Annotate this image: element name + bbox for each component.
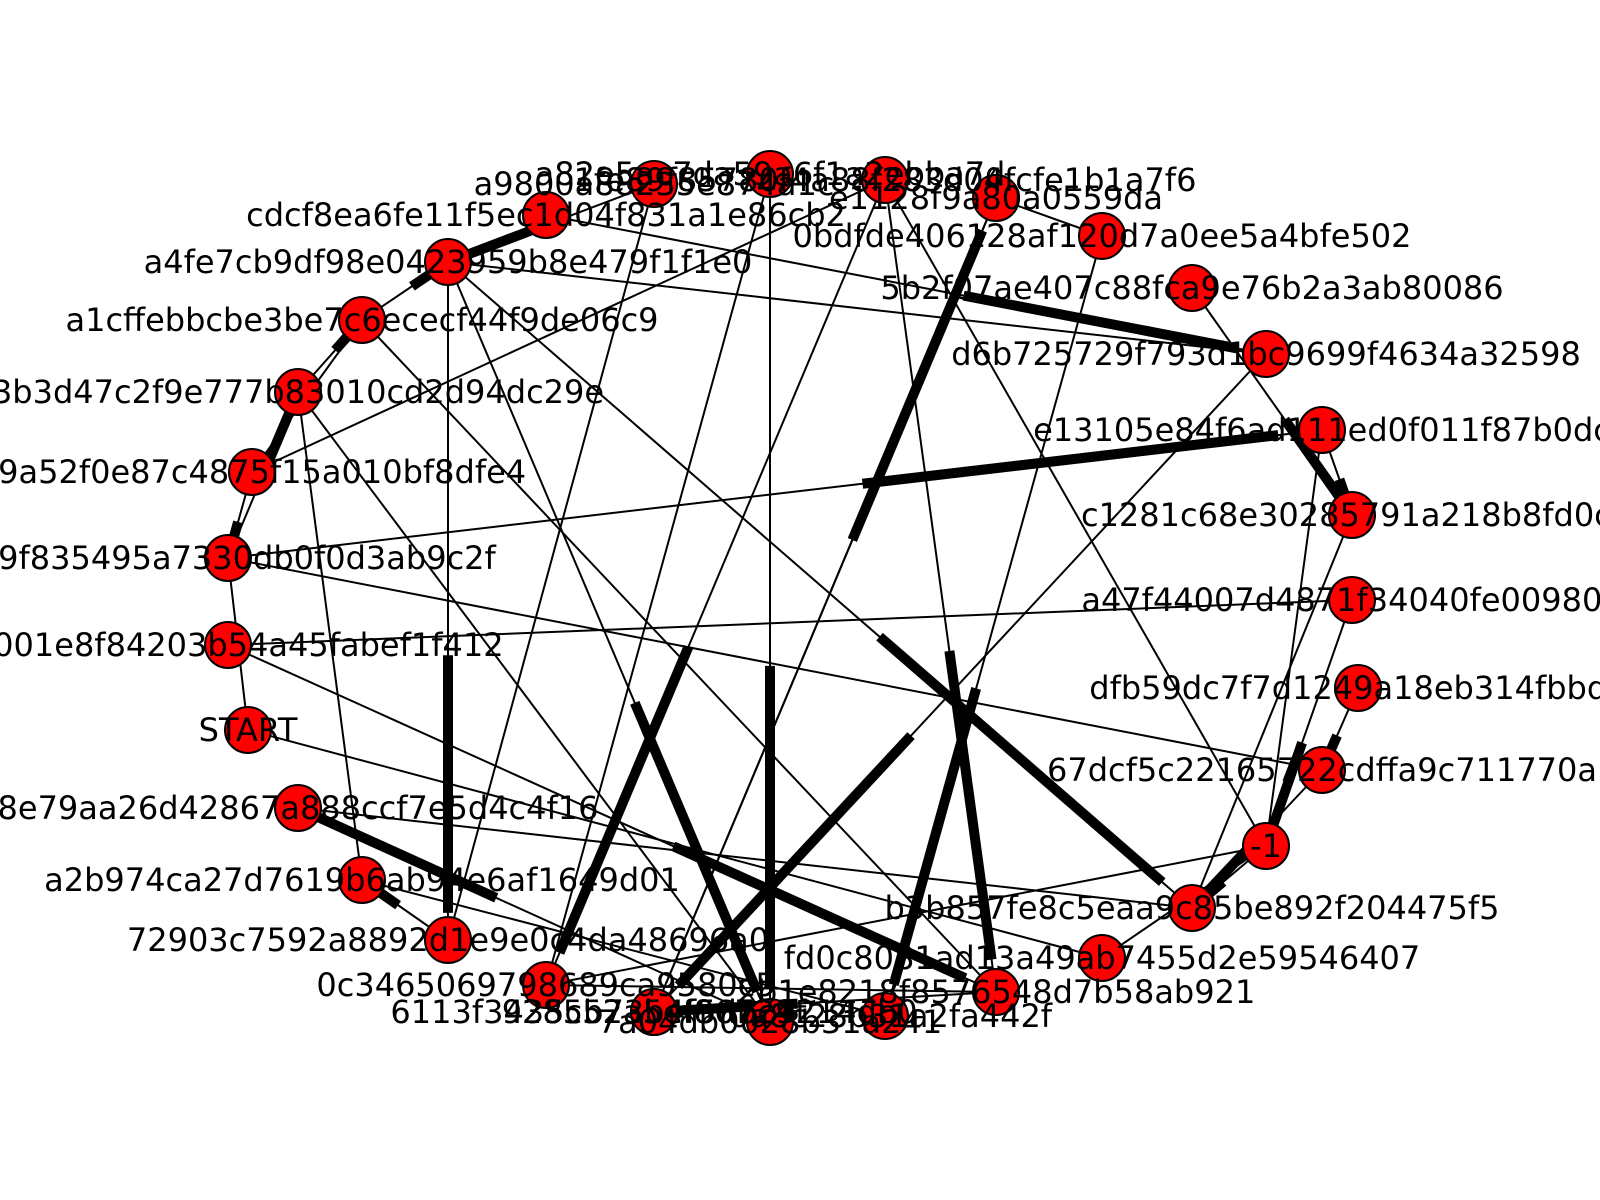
edge-arrow-n28-n12 [847, 228, 987, 542]
edge-n5-n26 [297, 391, 771, 1023]
edge-arrow-n8-n15 [962, 290, 1239, 354]
graph-node [1298, 406, 1346, 454]
graph-node [630, 988, 678, 1036]
node-label: d9a52f0e87c4875f15a010bf8dfe4 [0, 453, 526, 491]
node-label: 8e79aa26d42867a888ccf7e5d4c4f16 [0, 789, 598, 827]
node-label: d6b725729f793d1bc9699f4634a32598 [951, 335, 1581, 373]
label-layer: START 86001e8f84203b54a45fabef1f412 1c9f83… [0, 155, 1600, 1041]
graph-node [522, 191, 570, 239]
graph-node [972, 968, 1020, 1016]
node-label: e13105e84f6ad111ed0f011f87b0dc [1033, 411, 1600, 449]
node-label: 1c9f835495a7330db0f0d3ab9c2f [0, 539, 497, 577]
node-label: START [199, 711, 298, 749]
node-label: 0bdfde406128af120d7a0ee5a4bfe502 [792, 217, 1411, 255]
node-label: 3b3d47c2f9e777b83010cd2d94dc29e [0, 373, 604, 411]
graph-node [1328, 576, 1376, 624]
edge-arrow-n26-n32 [314, 812, 499, 903]
edge-n17-n22 [1191, 514, 1353, 909]
node-label: a9800a88235e874a1c [474, 165, 835, 203]
graph-node [522, 961, 570, 1009]
node-layer [204, 150, 1382, 1046]
graph-node [204, 621, 252, 669]
graph-node [630, 160, 678, 208]
node-label: cdcf8ea6fe11f5ec1d04f831a1e86cb2 [246, 196, 846, 234]
edge-n7-n15 [447, 261, 1267, 355]
edge-n22-n32 [297, 807, 1193, 909]
node-label: b3b857fe8c5eaa9c85be892f204475f5 [884, 889, 1499, 927]
edge-n16-n21 [1265, 429, 1323, 847]
edge-arrow-n15-n27 [674, 732, 915, 990]
node-label: fd0c8081ad13a49ab7455d2e59546407 [784, 939, 1421, 977]
edge-n25-n31 [361, 879, 886, 1017]
node-label: 6113f3435c52a5ef86729214db0 [390, 993, 917, 1031]
node-label: 2b1e8218f8576548d7b58ab921 [737, 973, 1256, 1011]
graph-node [1334, 664, 1382, 712]
graph-node [861, 156, 909, 204]
graph-node [1328, 491, 1376, 539]
graph-node [424, 916, 472, 964]
edge-n9-n30 [447, 183, 655, 941]
edge-n5-n31 [297, 391, 363, 881]
graph-node [274, 784, 322, 832]
graph-node [228, 448, 276, 496]
graph-node [204, 534, 252, 582]
edge-arrow-n11-n24 [944, 650, 997, 961]
node-label: 72903c7592a8892d1e9e0c4da48696a0 [127, 921, 769, 959]
graph-node [1298, 746, 1346, 794]
graph-node [1078, 934, 1126, 982]
node-label: a4fe7cb9df98e0423959b8e479f1f1e0 [144, 243, 753, 281]
edge-n11-n21 [884, 179, 1267, 847]
edge-arrow-n11-n29 [554, 644, 693, 955]
graph-node [338, 856, 386, 904]
node-label: 67dcf5c22165722cdffa9c711770a [1047, 751, 1597, 789]
edge-n3-n20 [227, 557, 1323, 771]
node-label: a2b974ca27d7619b6ab94e6af1649d01 [44, 861, 680, 899]
node-label: dfb59dc7f7d1249a18eb314fbbda [1089, 669, 1600, 707]
node-label: c1281c68e30285791a218b8fd0cf [1081, 496, 1600, 534]
node-label: 86001e8f84203b54a45fabef1f412 [0, 626, 504, 664]
node-label: 0c3465069798689ca9580c5 [316, 966, 775, 1004]
graph-node [746, 998, 794, 1046]
edge-n4-n11 [251, 179, 886, 473]
edge-n6-n24 [361, 319, 997, 993]
node-label: f0a8c28b31a2fa442f [718, 997, 1053, 1035]
node-label: 1fe89f85780f4a88f283d04fcfe1b1a7f6 [574, 161, 1197, 199]
edge-n10-n29 [545, 173, 771, 986]
graph-node [224, 706, 272, 754]
node-label: e1128f9a80a0559da [829, 179, 1163, 217]
edge-arrow-n13-n25 [888, 687, 981, 987]
graph-node [274, 368, 322, 416]
edge-n2-n18 [227, 599, 1353, 646]
graph-node [338, 296, 386, 344]
node-label: 5b2f07ae407c88fca9e76b2a3ab80086 [880, 269, 1503, 307]
edge-arrow-n14-n17 [1280, 416, 1350, 509]
edge-n21-n29 [545, 845, 1267, 986]
graph-node [1078, 212, 1126, 260]
graph-node [1168, 264, 1216, 312]
node-label: a1cffebbcbe3be7c6ececf44f9de06c9 [65, 301, 658, 339]
graph-node [1242, 330, 1290, 378]
edge-arrow-n7-n26 [630, 700, 762, 994]
graph-node [746, 150, 794, 198]
edge-arrow-n2-n24 [671, 841, 968, 983]
edge-arrow-n3-n16 [861, 430, 1279, 489]
node-label: a47f44007d4871f34040fe009804 [1081, 581, 1600, 619]
edge-arrow-n7-n22 [876, 632, 1166, 886]
graph-node [1242, 822, 1290, 870]
edge-n24-n29 [545, 984, 997, 993]
graph-node [1168, 884, 1216, 932]
graph-node [424, 238, 472, 286]
node-label: 7a04db0028b31a241 [598, 1003, 942, 1041]
graph-node [972, 174, 1020, 222]
node-label: a82e5ac7da59a6f1a2ebba7d [535, 155, 1006, 193]
node-label: 9285b73b4f5dbc4f [502, 993, 807, 1031]
graph-node [861, 992, 909, 1040]
node-label: -1 [1250, 827, 1282, 865]
